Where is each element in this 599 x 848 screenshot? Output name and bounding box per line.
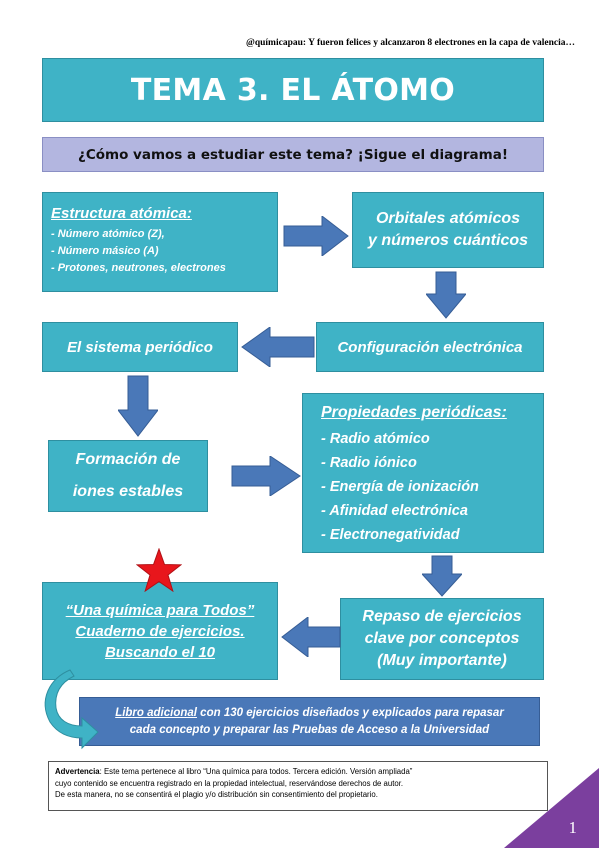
sistema-label: El sistema periódico [67,338,213,356]
propiedades-item: - Radio iónico [321,455,417,471]
propiedades-item: - Electronegatividad [321,527,460,543]
box-formacion-iones: Formación de iones estables [48,440,208,512]
propiedades-item: - Radio atómico [321,431,430,447]
cuaderno-line2: Cuaderno de ejercicios. [75,622,245,640]
box-libro-adicional: Libro adicional con 130 ejercicios diseñ… [79,697,540,746]
cuaderno-line1: “Una química para Todos” [65,601,255,619]
libro-line1-text: con 130 ejercicios diseñados y explicado… [196,706,504,719]
iones-line2: iones estables [72,483,184,500]
arrow-down-1 [426,271,466,319]
title-banner: TEMA 3. EL ÁTOMO [42,58,544,122]
box-estructura-atomica: Estructura atómica: - Número atómico (Z)… [42,192,278,292]
arrow-down-3 [422,555,462,597]
warning-line1: Advertencia: Este tema pertenece al libr… [55,766,541,778]
box-orbitales: Orbitales atómicos y números cuánticos [352,192,544,268]
arrow-left-2 [281,617,341,657]
star-icon [136,548,182,592]
propiedades-item: - Energía de ionización [321,479,479,495]
page-subtitle: ¿Cómo vamos a estudiar este tema? ¡Sigue… [78,146,508,163]
propiedades-item: - Afinidad electrónica [321,503,468,519]
libro-line1: Libro adicional con 130 ejercicios diseñ… [115,705,504,722]
warning-line3: De esta manera, no se consentirá el plag… [55,790,378,799]
page-header: @químicapau: Y fueron felices y alcanzar… [246,38,575,48]
box-sistema-periodico: El sistema periódico [42,322,238,372]
configuracion-label: Configuración electrónica [337,338,523,356]
warning-label: Advertencia [55,767,100,776]
libro-adicional-link[interactable]: Libro adicional [115,706,197,719]
arrow-left-1 [241,327,315,367]
box-repaso: Repaso de ejercicios clave por conceptos… [340,598,544,680]
estructura-item: - Número atómico (Z), [51,228,165,240]
estructura-heading: Estructura atómica: [51,205,192,222]
orbitales-line2: y números cuánticos [367,232,529,249]
arrow-down-2 [118,375,158,437]
page-corner [504,768,599,848]
arrow-right-1 [283,216,349,256]
propiedades-heading: Propiedades periódicas: [321,404,507,421]
box-configuracion: Configuración electrónica [316,322,544,372]
iones-line1: Formación de [75,451,181,468]
warning-box: Advertencia: Este tema pertenece al libr… [48,761,548,811]
warning-line2: cuyo contenido se encuentra registrado e… [55,778,404,788]
page-number: 1 [568,818,578,837]
page-title: TEMA 3. EL ÁTOMO [130,72,456,108]
subtitle-banner: ¿Cómo vamos a estudiar este tema? ¡Sigue… [42,137,544,172]
libro-line2: cada concepto y preparar las Pruebas de … [129,723,490,736]
box-propiedades: Propiedades periódicas: - Radio atómico … [302,393,544,553]
estructura-item: - Protones, neutrones, electrones [51,262,226,274]
repaso-line3: (Muy importante) [377,652,507,669]
estructura-item: - Número másico (A) [51,245,159,257]
box-cuaderno: “Una química para Todos” Cuaderno de eje… [42,582,278,680]
repaso-line1: Repaso de ejercicios [362,608,522,625]
arrow-right-2 [231,456,301,496]
orbitales-line1: Orbitales atómicos [375,210,521,227]
repaso-line2: clave por conceptos [364,630,520,647]
curved-arrow [44,669,99,750]
cuaderno-line3: Buscando el 10 [104,643,216,661]
warning-text-1: : Este tema pertenece al libro “Una quím… [99,767,413,776]
